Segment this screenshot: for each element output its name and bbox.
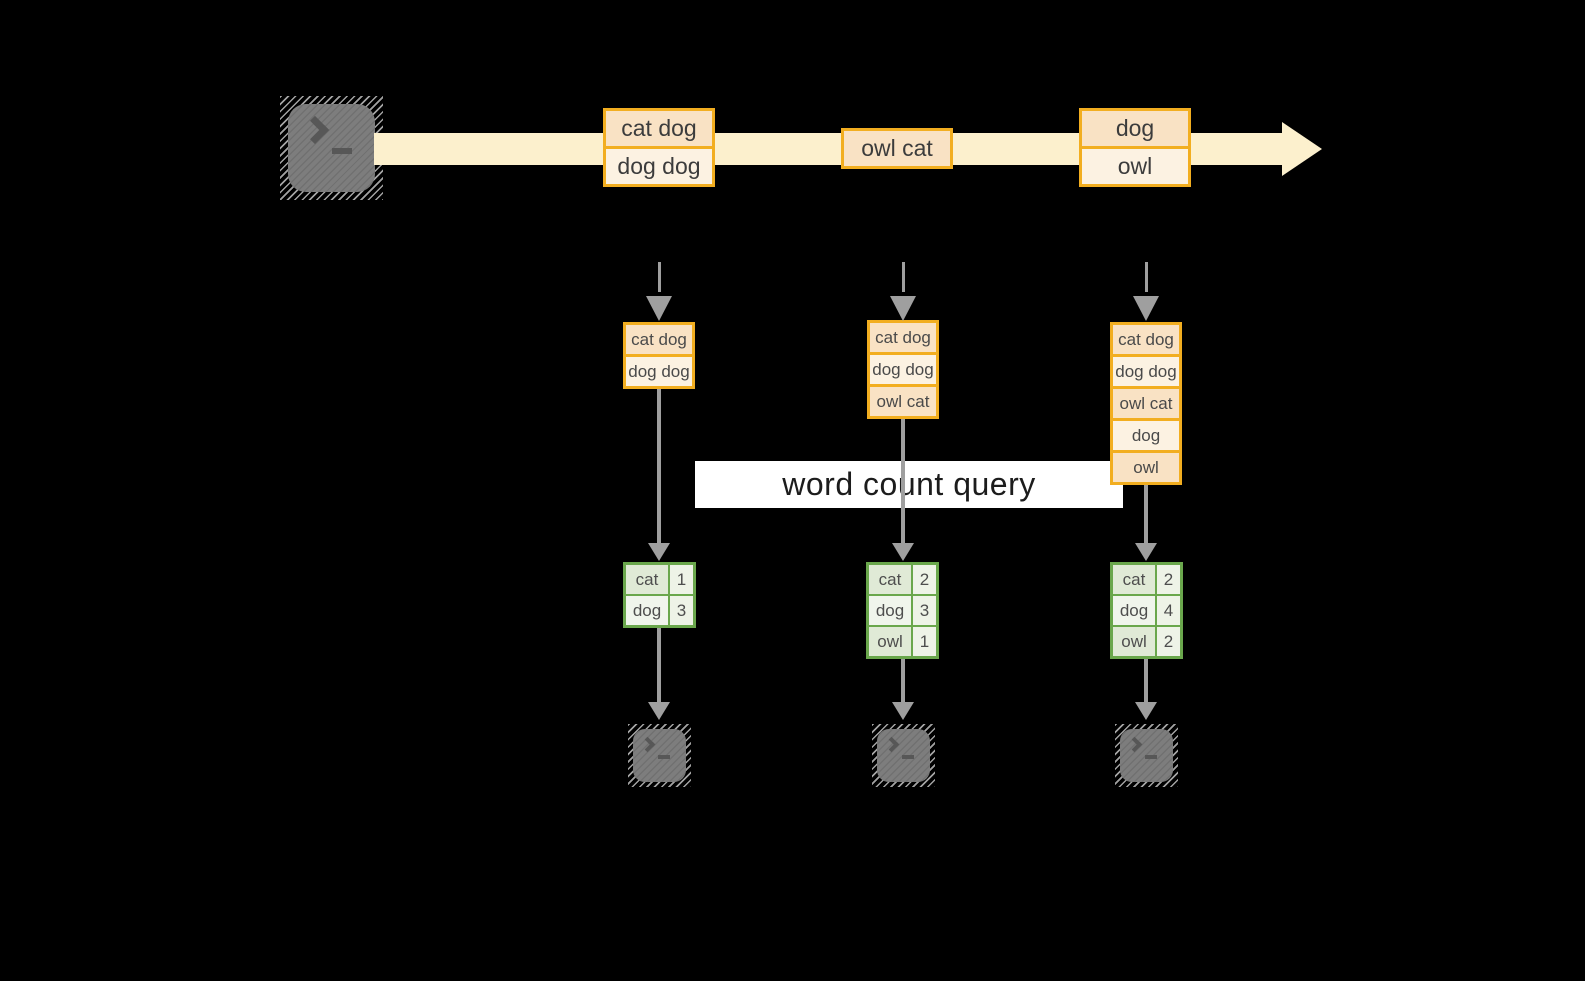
- dashed-arrow: [657, 262, 661, 292]
- micro-batch-row: dog dog: [870, 355, 936, 384]
- terminal-screen: [1120, 729, 1173, 782]
- word-cell: cat: [626, 565, 668, 594]
- dashed-arrow: [901, 262, 905, 292]
- stream-batch-3: dog owl: [1079, 108, 1191, 187]
- count-cell: 2: [1157, 565, 1180, 594]
- source-terminal-icon: [280, 96, 383, 200]
- prompt-chevron-icon: [883, 736, 900, 753]
- word-cell: dog: [626, 596, 668, 625]
- micro-batch-row: dog dog: [1113, 357, 1179, 386]
- query-arrow: [657, 389, 661, 543]
- micro-batch-row: owl: [1113, 453, 1179, 482]
- query-arrow: [901, 419, 905, 543]
- count-cell: 1: [670, 565, 693, 594]
- dashed-arrowhead-icon: [890, 296, 916, 321]
- output-terminal-icon-3: [1115, 724, 1178, 787]
- record-row: dog dog: [606, 149, 712, 184]
- dashed-arrowhead-icon: [1133, 296, 1159, 321]
- table-row: cat 2: [869, 565, 936, 594]
- terminal-screen: [288, 104, 375, 192]
- micro-batch-row: dog: [1113, 421, 1179, 450]
- output-arrow: [1144, 659, 1148, 702]
- word-count-table-2: cat 2 dog 3 owl 1: [866, 562, 939, 659]
- prompt-chevron-icon: [300, 115, 330, 145]
- word-cell: cat: [1113, 565, 1155, 594]
- micro-batch-row: cat dog: [626, 325, 692, 354]
- micro-batch-row: dog dog: [626, 357, 692, 386]
- record-row: dog: [1082, 111, 1188, 146]
- dashed-arrow: [1144, 262, 1148, 292]
- record-row: owl cat: [844, 131, 950, 166]
- word-count-table-1: cat 1 dog 3: [623, 562, 696, 628]
- query-arrowhead-icon: [1135, 543, 1157, 561]
- micro-batch-row: cat dog: [1113, 325, 1179, 354]
- table-row: owl 1: [869, 627, 936, 656]
- count-cell: 3: [913, 596, 936, 625]
- micro-batch-row: cat dog: [870, 323, 936, 352]
- word-cell: dog: [1113, 596, 1155, 625]
- output-arrowhead-icon: [1135, 702, 1157, 720]
- query-arrowhead-icon: [892, 543, 914, 561]
- prompt-cursor-icon: [1145, 755, 1157, 759]
- word-cell: cat: [869, 565, 911, 594]
- count-cell: 1: [913, 627, 936, 656]
- query-arrow: [1144, 485, 1148, 543]
- stream-batch-1: cat dog dog dog: [603, 108, 715, 187]
- count-cell: 2: [1157, 627, 1180, 656]
- word-cell: owl: [869, 627, 911, 656]
- stream-band-arrowhead-icon: [1282, 122, 1322, 176]
- micro-batch-1: cat dog dog dog: [623, 322, 695, 389]
- terminal-screen: [877, 729, 930, 782]
- count-cell: 2: [913, 565, 936, 594]
- micro-batch-row: owl cat: [1113, 389, 1179, 418]
- micro-batch-3: cat dog dog dog owl cat dog owl: [1110, 322, 1182, 485]
- stream-batch-2: owl cat: [841, 128, 953, 169]
- word-cell: owl: [1113, 627, 1155, 656]
- table-row: dog 3: [626, 596, 693, 625]
- count-cell: 3: [670, 596, 693, 625]
- output-arrowhead-icon: [648, 702, 670, 720]
- query-arrowhead-icon: [648, 543, 670, 561]
- table-row: dog 3: [869, 596, 936, 625]
- record-row: cat dog: [606, 111, 712, 146]
- output-arrow: [657, 628, 661, 702]
- table-row: cat 2: [1113, 565, 1180, 594]
- output-terminal-icon-1: [628, 724, 691, 787]
- prompt-chevron-icon: [639, 736, 656, 753]
- prompt-cursor-icon: [332, 148, 352, 154]
- table-row: cat 1: [626, 565, 693, 594]
- count-cell: 4: [1157, 596, 1180, 625]
- prompt-cursor-icon: [902, 755, 914, 759]
- query-label: word count query: [695, 461, 1123, 508]
- output-terminal-icon-2: [872, 724, 935, 787]
- terminal-screen: [633, 729, 686, 782]
- prompt-chevron-icon: [1126, 736, 1143, 753]
- word-cell: dog: [869, 596, 911, 625]
- prompt-cursor-icon: [658, 755, 670, 759]
- micro-batch-row: owl cat: [870, 387, 936, 416]
- dashed-arrowhead-icon: [646, 296, 672, 321]
- table-row: owl 2: [1113, 627, 1180, 656]
- record-row: owl: [1082, 149, 1188, 184]
- output-arrowhead-icon: [892, 702, 914, 720]
- micro-batch-2: cat dog dog dog owl cat: [867, 320, 939, 419]
- output-arrow: [901, 659, 905, 702]
- table-row: dog 4: [1113, 596, 1180, 625]
- word-count-table-3: cat 2 dog 4 owl 2: [1110, 562, 1183, 659]
